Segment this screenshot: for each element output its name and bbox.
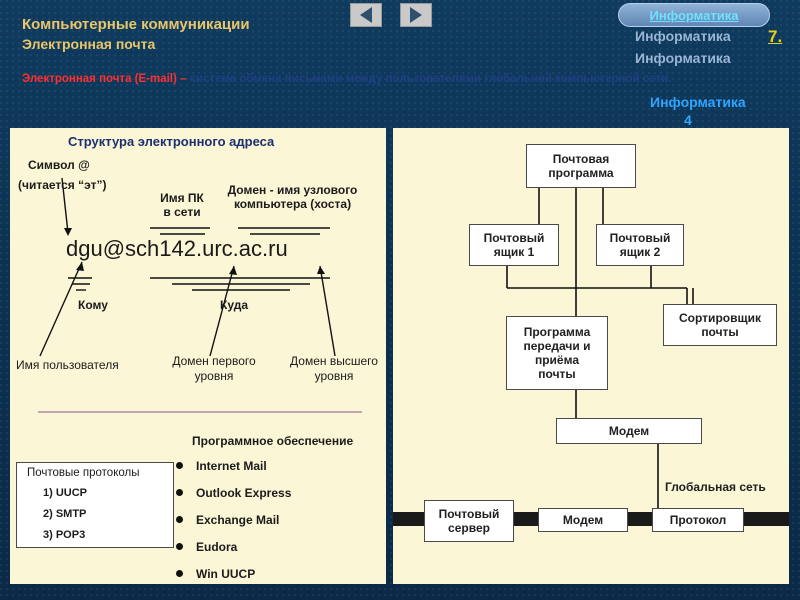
email-definition: Электронная почта (E-mail) – система обм…	[22, 72, 792, 87]
info-link-1[interactable]: Информатика	[635, 28, 731, 44]
bullet-icon	[176, 462, 183, 469]
info-link-3[interactable]: Информатика	[650, 94, 746, 110]
user-name-label: Имя пользователя	[16, 358, 119, 372]
software-item: Internet Mail	[196, 459, 267, 473]
definition-term: Электронная почта (E-mail) –	[22, 73, 187, 85]
prev-slide-button[interactable]	[350, 3, 382, 27]
protocol-item: 2) SMTP	[43, 508, 87, 520]
info-link-pill[interactable]: Информатика	[618, 3, 770, 27]
protocol-item: 3) POP3	[43, 529, 86, 541]
global-network-label: Глобальная сеть	[665, 480, 766, 494]
mailbox-2-box: Почтовый ящик 2	[596, 224, 684, 266]
software-item: Eudora	[196, 540, 238, 554]
mail-sorter-box: Сортировщик почты	[663, 304, 777, 346]
mail-transfer-program-box: Программа передачи и приёма почты	[506, 316, 608, 390]
bullet-icon	[176, 543, 183, 550]
domain-host-label: Домен - имя узлового компьютера (хоста)	[227, 183, 358, 211]
mail-program-box: Почтовая программа	[526, 144, 636, 188]
mail-system-diagram: Почтовая программа Почтовый ящик 1 Почто…	[393, 128, 789, 584]
slide-subtitle: Электронная почта	[22, 36, 156, 52]
info-accent-7: 7.	[768, 27, 783, 46]
slide-title: Компьютерные коммуникации	[22, 16, 250, 33]
arrow-right-icon	[410, 7, 422, 23]
arrow-left-icon	[360, 7, 372, 23]
symbol-at-label: Символ @	[28, 158, 90, 172]
address-structure-panel: Структура электронного адреса Символ @ (…	[10, 128, 386, 584]
modem-bottom-box: Модем	[538, 508, 628, 532]
top-level-domain-label: Домен высшего уровня	[290, 354, 378, 383]
symbol-at-reading: (читается “эт”)	[18, 178, 107, 192]
mail-protocols-title: Почтовые протоколы	[27, 467, 140, 479]
first-level-domain-label: Домен первого уровня	[172, 354, 256, 383]
next-slide-button[interactable]	[400, 3, 432, 27]
pc-name-label: Имя ПК в сети	[160, 191, 204, 219]
software-item: Win UUCP	[196, 567, 256, 581]
definition-text: система обмена письмами между пользовате…	[186, 73, 672, 85]
to-label: Кому	[78, 298, 108, 312]
mail-protocols-box: Почтовые протоколы 1) UUCP 2) SMTP 3) PO…	[16, 462, 174, 548]
email-address-example: dgu@sch142.urc.ac.ru	[66, 236, 288, 261]
software-title: Программное обеспечение	[192, 434, 354, 448]
software-item: Outlook Express	[196, 486, 292, 500]
protocol-item: 1) UUCP	[43, 487, 88, 499]
mail-server-box: Почтовый сервер	[424, 500, 514, 542]
where-label: Куда	[220, 298, 248, 312]
bullet-icon	[176, 516, 183, 523]
mailbox-1-box: Почтовый ящик 1	[469, 224, 559, 266]
info-accent-4: 4	[684, 112, 692, 128]
bullet-icon	[176, 570, 183, 577]
address-structure-title: Структура электронного адреса	[68, 134, 275, 149]
address-annotation-lines	[38, 177, 362, 413]
software-item: Exchange Mail	[196, 513, 280, 527]
info-link-2[interactable]: Информатика	[635, 50, 731, 66]
protocol-box: Протокол	[652, 508, 744, 532]
modem-top-box: Модем	[556, 418, 702, 444]
bullet-icon	[176, 489, 183, 496]
